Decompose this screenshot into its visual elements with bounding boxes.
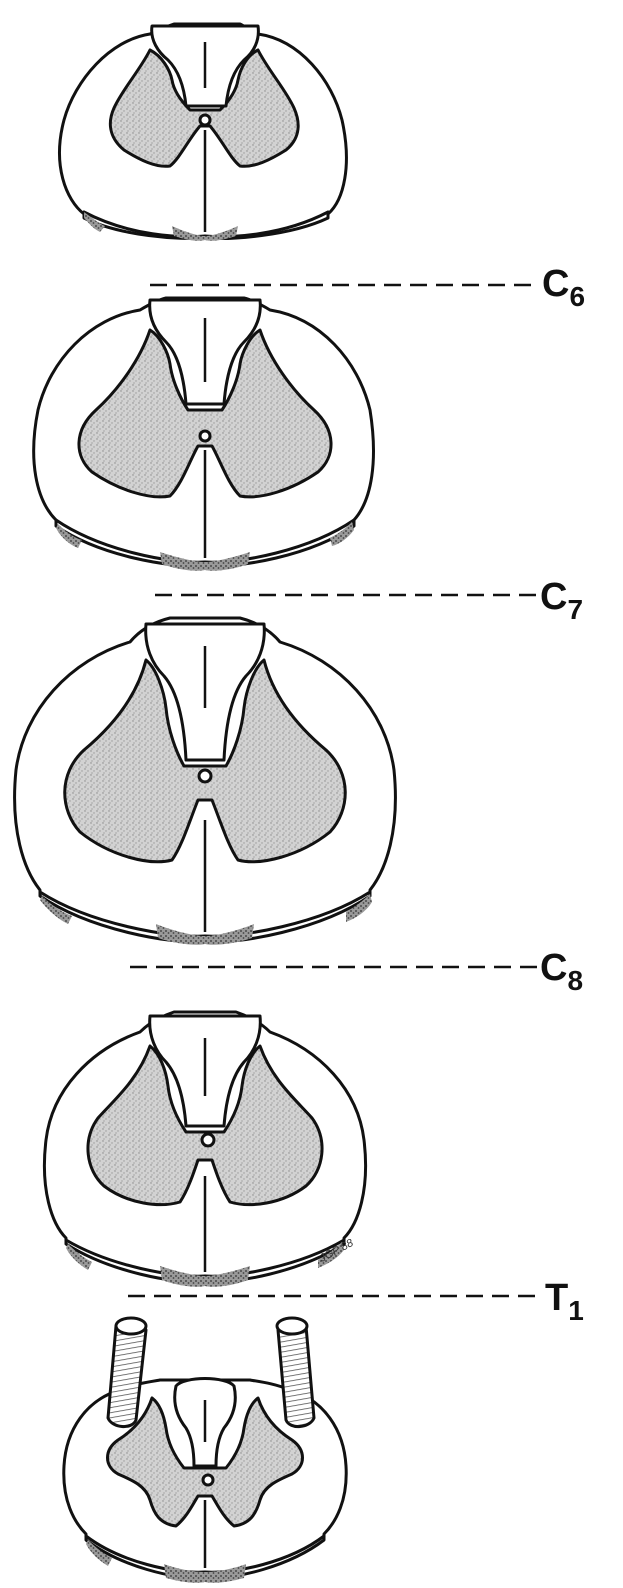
- level-marker-c8: C8: [130, 947, 583, 996]
- cord-section-4: JGP 88: [44, 1012, 365, 1287]
- cord-section-5: [64, 1318, 346, 1583]
- cord-section-1: [60, 24, 347, 241]
- cord-section-4-central-canal: [202, 1134, 214, 1146]
- cord-section-5-central-canal: [203, 1475, 213, 1485]
- level-label-c6: C6: [542, 263, 585, 312]
- level-label-c7: C7: [540, 576, 583, 625]
- cord-section-2: [34, 298, 374, 571]
- level-label-c8: C8: [540, 947, 583, 996]
- cord-section-2-central-canal: [200, 431, 210, 441]
- cord-section-3: [15, 618, 396, 945]
- cord-section-3-central-canal: [199, 770, 211, 782]
- level-label-t1: T1: [545, 1277, 584, 1326]
- cord-section-1-central-canal: [200, 115, 210, 125]
